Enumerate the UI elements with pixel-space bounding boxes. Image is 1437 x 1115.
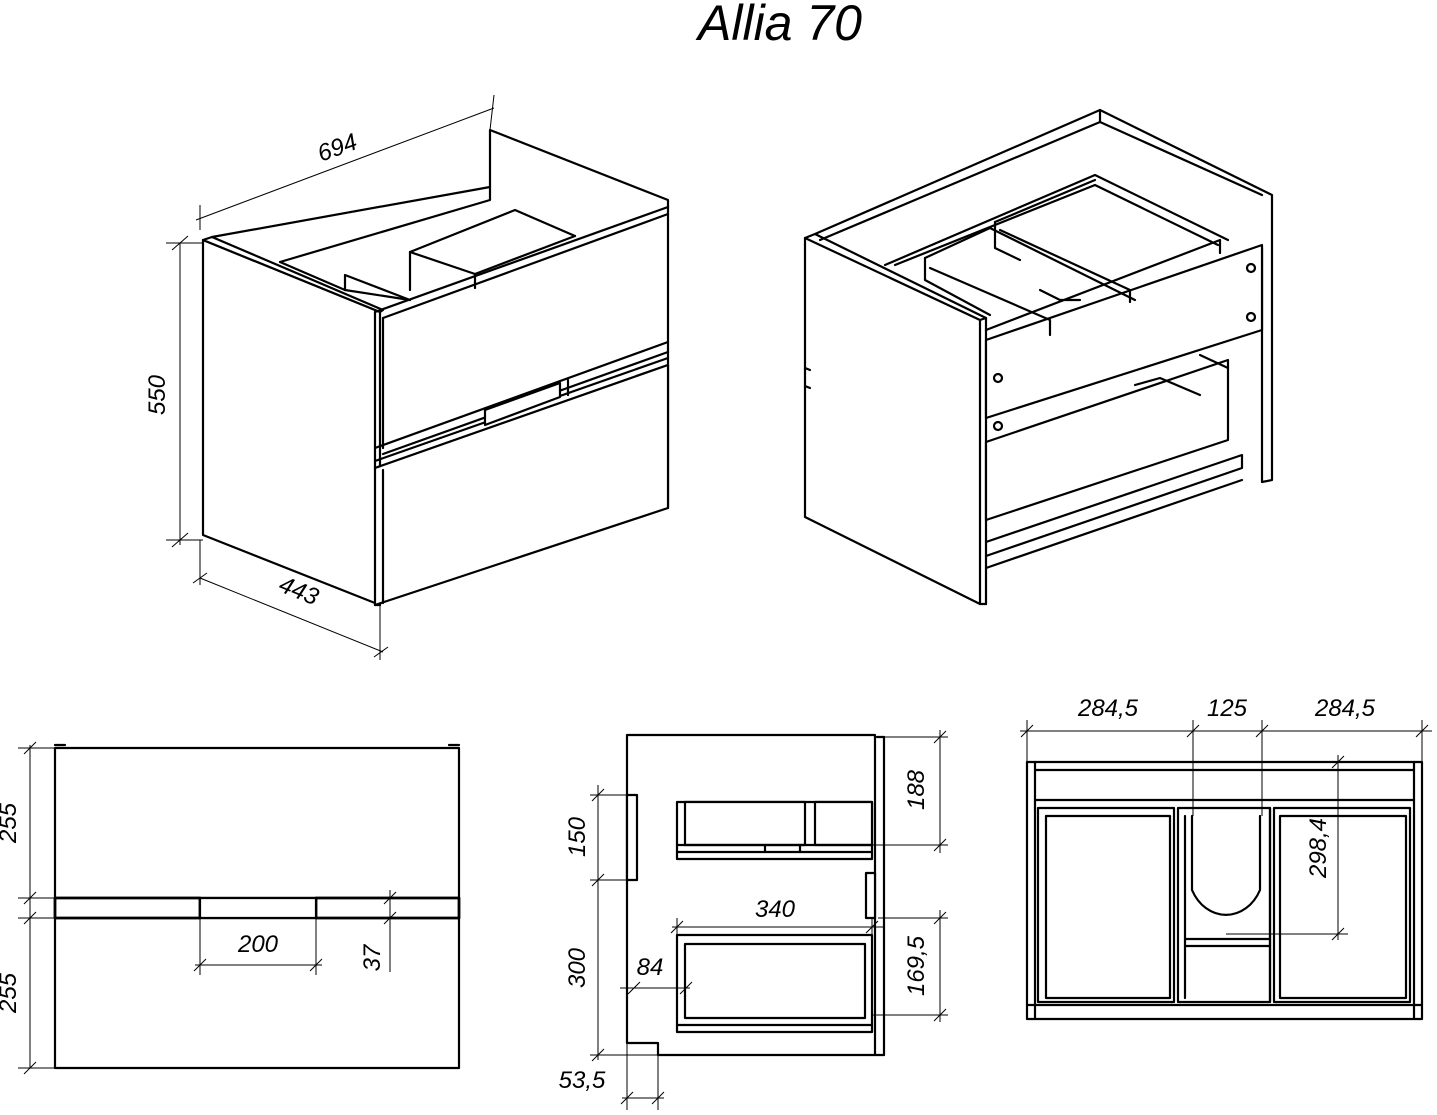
front-handle-height-label: 37 bbox=[359, 943, 386, 971]
dim-height-label: 550 bbox=[144, 374, 171, 415]
top-right-label: 284,5 bbox=[1314, 695, 1376, 722]
side-top-panel-label: 150 bbox=[564, 816, 591, 857]
side-inner-offset-label: 84 bbox=[637, 954, 664, 981]
drawing-title: Allia 70 bbox=[695, 0, 862, 51]
front-bottom-drawer-label: 255 bbox=[0, 972, 22, 1014]
iso-view-open bbox=[803, 108, 1274, 606]
top-left-label: 284,5 bbox=[1077, 695, 1139, 722]
front-handle-width-label: 200 bbox=[237, 931, 279, 958]
front-top-drawer-label: 255 bbox=[0, 802, 22, 844]
side-upper-gap-label: 300 bbox=[564, 947, 591, 988]
top-dimensions: 284,5 125 284,5 298,4 bbox=[1020, 695, 1432, 941]
top-depth-label: 298,4 bbox=[1305, 818, 1332, 879]
side-lower-drawer-depth-label: 169,5 bbox=[903, 935, 930, 996]
iso-view-closed bbox=[201, 128, 670, 607]
side-view bbox=[625, 733, 886, 1057]
front-dimensions: 255 255 200 37 bbox=[0, 741, 400, 1075]
front-view bbox=[53, 743, 461, 1070]
top-middle-label: 125 bbox=[1207, 695, 1248, 722]
top-view bbox=[1025, 760, 1424, 1021]
side-dimensions: 150 300 188 340 84 169,5 53,5 bbox=[559, 730, 948, 1110]
side-drawer-width-label: 340 bbox=[755, 896, 796, 923]
iso-dimensions: 694 550 443 bbox=[144, 94, 495, 660]
dim-width-label: 694 bbox=[314, 128, 361, 167]
side-top-drawer-depth-label: 188 bbox=[903, 769, 930, 810]
side-toe-label: 53,5 bbox=[559, 1067, 606, 1094]
